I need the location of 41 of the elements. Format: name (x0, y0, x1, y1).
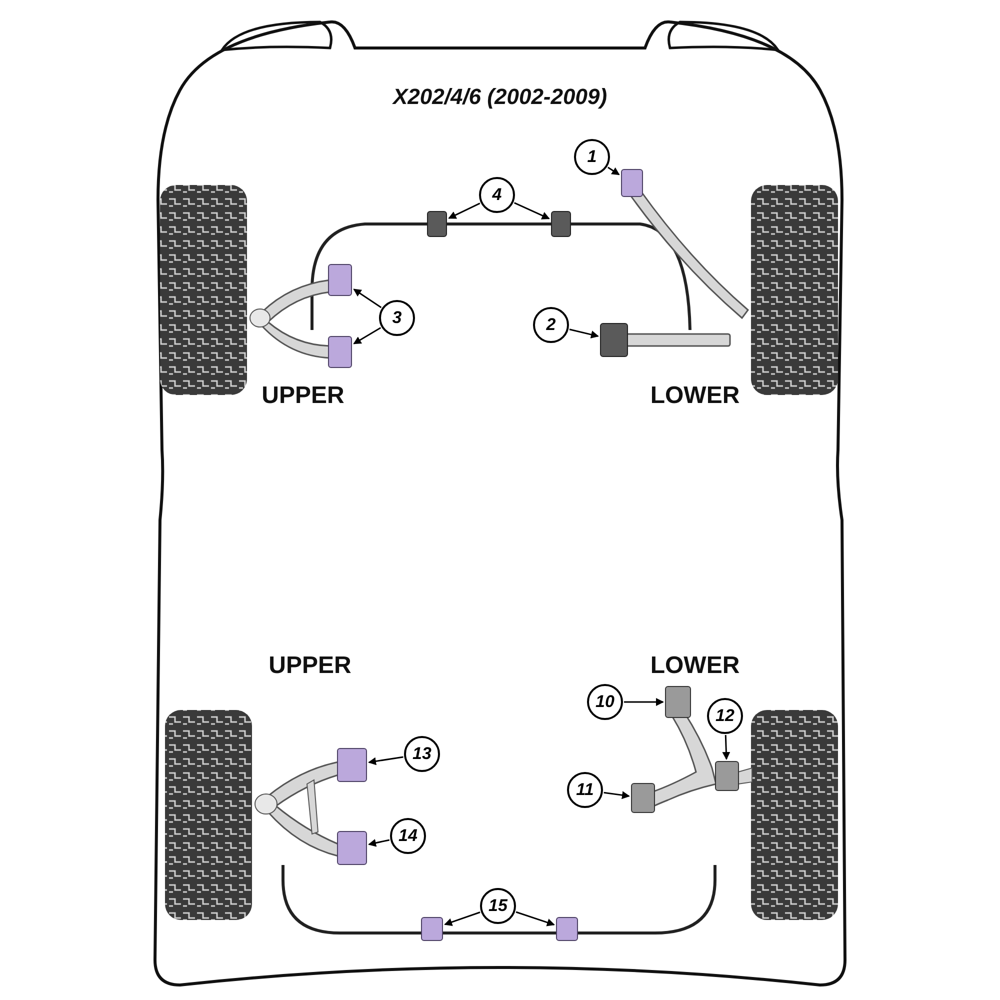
section-label: LOWER (650, 651, 740, 681)
callout-number: 15 (480, 888, 516, 924)
callout-number: 11 (567, 772, 603, 808)
callout-number: 12 (707, 698, 743, 734)
leader-arrow (448, 202, 480, 219)
bushing (556, 917, 578, 941)
bushing (665, 686, 691, 718)
bushing (631, 783, 655, 813)
leader-arrow (353, 327, 382, 344)
callout-number: 3 (379, 300, 415, 336)
bushing (715, 761, 739, 791)
leader-arrow (624, 698, 664, 706)
bushing (427, 211, 447, 237)
section-label: LOWER (650, 381, 740, 411)
bushing (551, 211, 571, 237)
bushing (328, 336, 352, 368)
leader-arrow (569, 328, 599, 338)
leader-arrow (514, 202, 550, 220)
callout-number: 14 (390, 818, 426, 854)
callout-number: 1 (574, 139, 610, 175)
callout-number: 4 (479, 177, 515, 213)
callout-number: 2 (533, 307, 569, 343)
bushing (621, 169, 643, 197)
leader-arrow (444, 912, 480, 926)
leader-arrow (608, 166, 620, 176)
leader-arrow (722, 734, 730, 760)
leader-arrow (516, 911, 555, 926)
leader-arrow (368, 838, 390, 847)
bushing (328, 264, 352, 296)
title: X202/4/6 (2002-2009) (391, 83, 608, 111)
leader-arrow (604, 791, 630, 800)
leader-arrow (368, 756, 404, 766)
section-label: UPPER (268, 651, 352, 681)
section-label: UPPER (262, 381, 344, 411)
bushing (600, 323, 628, 357)
bushing (421, 917, 443, 941)
bushing (337, 831, 367, 865)
leader-arrow (353, 288, 382, 308)
callout-number: 10 (587, 684, 623, 720)
bushing (337, 748, 367, 782)
callout-number: 13 (404, 736, 440, 772)
